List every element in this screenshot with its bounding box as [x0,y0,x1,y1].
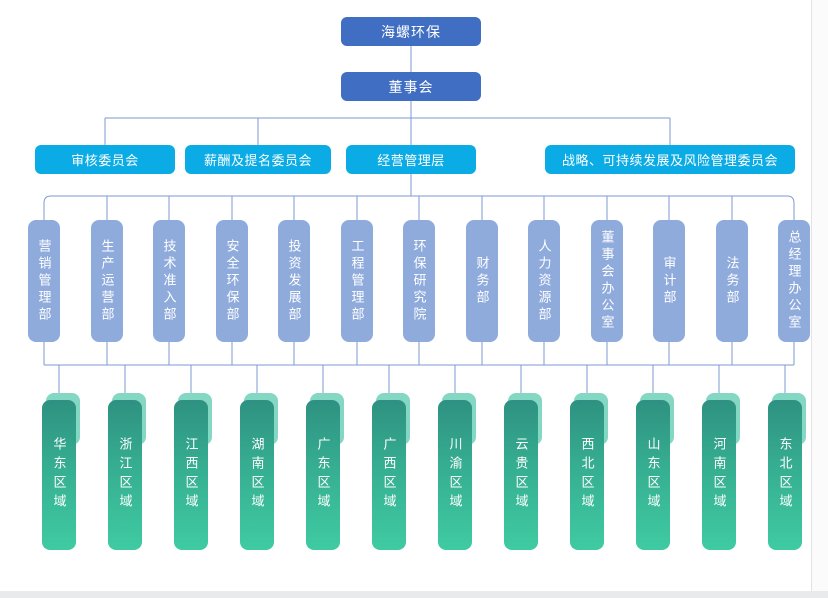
department-legal: 法务部 [716,220,748,342]
region-chuanyu: 川渝区域 [438,393,476,550]
region-label: 川渝区域 [438,400,472,550]
department-human-resources: 人力资源部 [528,220,560,342]
region-label: 河南区域 [702,400,736,550]
department-board-office: 董事会办公室 [591,220,623,342]
org-board-of-directors: 董事会 [341,72,481,101]
region-label: 华东区域 [42,400,76,550]
committee-operating-management: 经营管理层 [346,145,476,174]
region-label: 山东区域 [636,400,670,550]
department-finance: 财务部 [466,220,498,342]
region-dongbei: 东北区域 [768,393,806,550]
department-env-research: 环保研究院 [403,220,435,342]
region-label: 浙江区域 [108,400,142,550]
page-bottom-edge [0,591,828,598]
region-xibei: 西北区域 [570,393,608,550]
page-right-gutter [812,0,828,591]
region-label: 东北区域 [768,400,802,550]
region-zhejiang: 浙江区域 [108,393,146,550]
department-investment-dev: 投资发展部 [278,220,310,342]
connector-management-departments [43,174,795,220]
department-safety-env: 安全环保部 [216,220,248,342]
region-label: 云贵区域 [504,400,538,550]
connector-departments-regions [43,342,795,397]
region-shandong: 山东区域 [636,393,674,550]
region-label: 江西区域 [174,400,208,550]
region-guangxi: 广西区域 [372,393,410,550]
connector-board-committees [104,101,671,145]
department-marketing: 营销管理部 [28,220,60,342]
region-henan: 河南区域 [702,393,740,550]
department-engineering: 工程管理部 [341,220,373,342]
region-yungui: 云贵区域 [504,393,542,550]
committee-remuneration-nomination: 薪酬及提名委员会 [185,145,331,174]
department-production-ops: 生产运营部 [91,220,123,342]
region-label: 湖南区域 [240,400,274,550]
region-jiangxi: 江西区域 [174,393,212,550]
committee-audit: 审核委员会 [35,145,175,174]
department-audit: 审计部 [653,220,685,342]
region-label: 广东区域 [306,400,340,550]
department-tech-access: 技术准入部 [153,220,185,342]
org-root-company: 海螺环保 [341,17,481,46]
department-gm-office: 总经理办公室 [778,220,810,342]
region-label: 西北区域 [570,400,604,550]
region-huadong: 华东区域 [42,393,80,550]
region-guangdong: 广东区域 [306,393,344,550]
committee-strategy-sustainability-risk: 战略、可持续发展及风险管理委员会 [545,145,795,174]
page-edge-divider [811,0,812,591]
region-hunan: 湖南区域 [240,393,278,550]
region-label: 广西区域 [372,400,406,550]
